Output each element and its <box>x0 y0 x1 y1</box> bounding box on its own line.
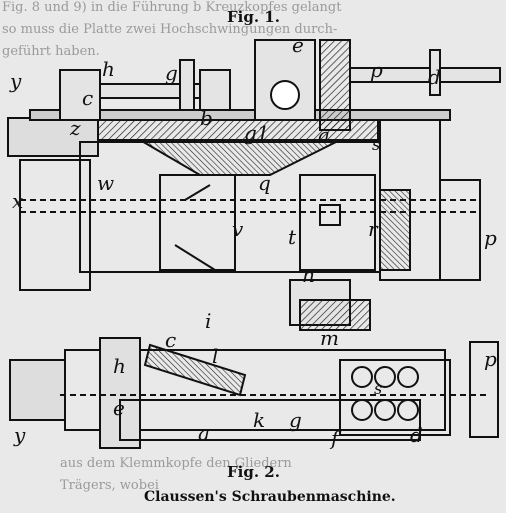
fig2-label-c: c <box>165 328 176 352</box>
fig2-label-h: h <box>113 354 126 378</box>
bleed-line: so muss die Platte zwei Hochschwingungen… <box>2 22 338 37</box>
fig1-label-p2: p <box>484 226 497 250</box>
fig1-label-e: e <box>292 33 304 57</box>
fig1-label-s: s <box>372 135 380 154</box>
fig2-rollers <box>339 341 499 438</box>
fig1-label-c: c <box>82 86 93 110</box>
fig1-left-spindle <box>59 59 231 121</box>
fig1-label-q: q <box>258 171 271 195</box>
figure-caption: Claussen's Schraubenmaschine. <box>144 489 396 505</box>
fig2-label-p: p <box>484 347 497 371</box>
fig2-label-s: s <box>374 379 382 398</box>
fig2-frame <box>9 337 490 449</box>
bleed-line: geführt haben. <box>2 44 100 59</box>
fig1-head <box>254 39 501 131</box>
fig2-label-y: y <box>13 423 26 447</box>
fig2-label-i: i <box>205 309 211 333</box>
bleed-line: Trägers, wobei <box>60 478 159 493</box>
fig1-label-h: h <box>102 57 115 81</box>
fig2-label-e: e <box>113 396 125 420</box>
fig2-top-slide <box>289 279 371 331</box>
fig2-label-l: l <box>212 344 218 368</box>
fig1-label-v: v <box>232 217 244 241</box>
fig1-label-g1: g1 <box>244 121 270 145</box>
fig1-label-z: z <box>69 116 81 140</box>
fig1-title: Fig. 1. <box>227 8 280 26</box>
fig2-angled-feed <box>143 343 247 397</box>
fig2-label-g: g <box>289 408 302 432</box>
fig1-label-t: t <box>288 225 297 249</box>
bleed-line: aus dem Klemmkopfe den Gliedern <box>60 456 292 471</box>
fig1-label-a: a <box>318 123 330 147</box>
fig1-label-g: g <box>165 61 178 85</box>
fig2-title: Fig. 2. <box>227 463 280 481</box>
fig1-label-y: y <box>9 69 22 93</box>
fig2-label-a: a <box>198 421 210 445</box>
fig1-label-x: x <box>12 189 23 213</box>
bleed-line: Fig. 8 und 9) in die Führung b Kreuzkopf… <box>2 0 342 15</box>
fig1-label-p: p <box>370 58 383 82</box>
fig1-lower-body <box>19 159 481 291</box>
fig2-label-d: d <box>410 423 423 447</box>
fig2-label-n: n <box>302 263 315 287</box>
fig2-label-k: k <box>253 408 265 432</box>
fig1-label-d: d <box>428 65 441 89</box>
fig1-label-b: b <box>200 106 213 130</box>
fig1-label-w: w <box>97 171 114 195</box>
fig2-label-m: m <box>320 326 339 350</box>
fig1-label-r: r <box>368 217 379 241</box>
